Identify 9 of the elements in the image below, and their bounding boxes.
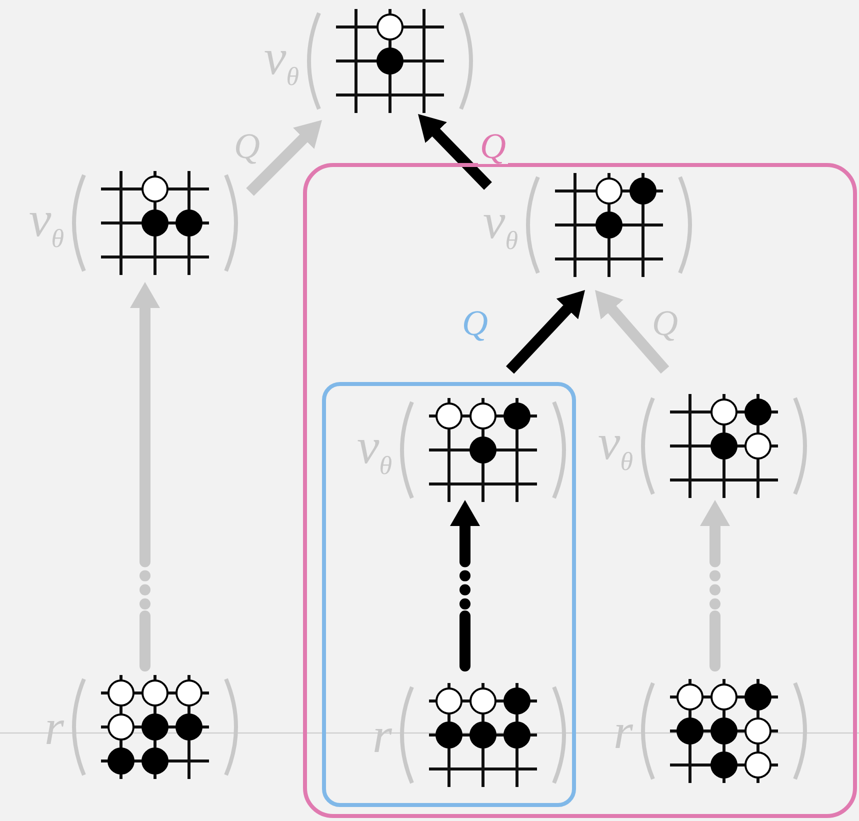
- arrow: [418, 114, 492, 190]
- group-frame: [303, 163, 857, 818]
- arrow: [700, 500, 730, 672]
- arrow: [506, 290, 585, 374]
- group-frame: [322, 382, 576, 807]
- arrow: [450, 500, 480, 672]
- arrow: [246, 120, 322, 196]
- arrow: [595, 290, 670, 374]
- arrow: [130, 282, 160, 672]
